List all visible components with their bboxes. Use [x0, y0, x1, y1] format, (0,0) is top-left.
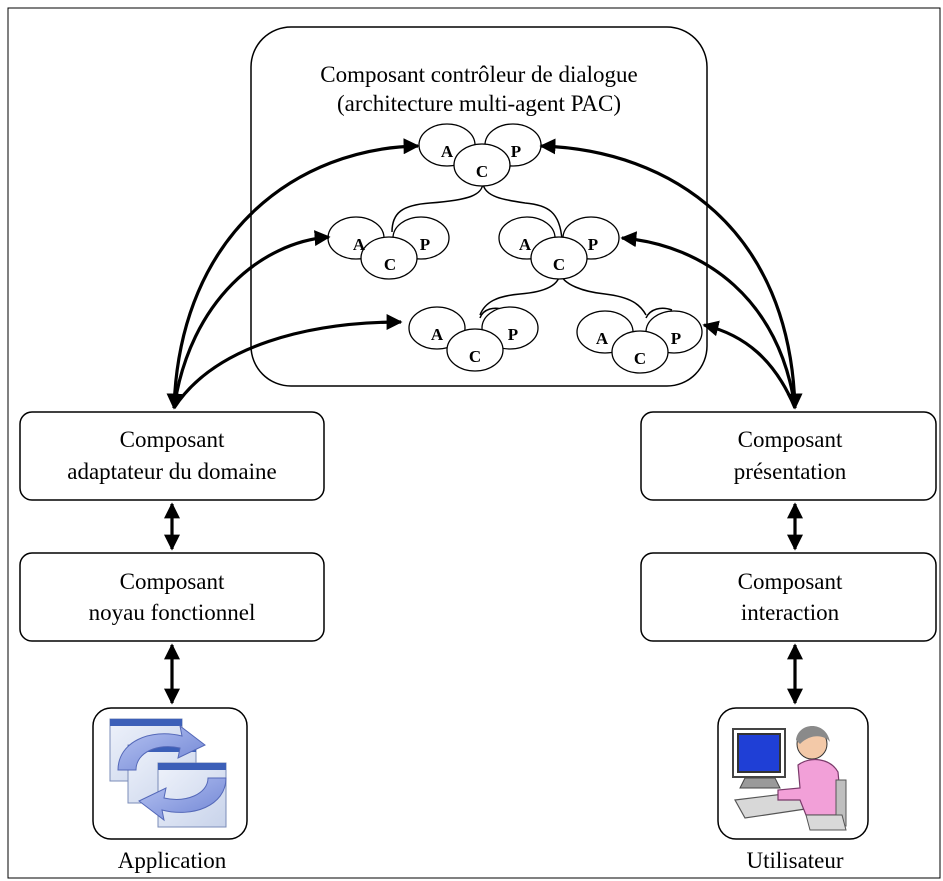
functional-core-component: Composant noyau fonctionnel [19, 552, 325, 642]
presentation-component: Composant présentation [640, 411, 937, 501]
domain-adapter-component: Composant adaptateur du domaine [19, 411, 325, 501]
controller-title-line2: (architecture multi-agent PAC) [337, 91, 621, 116]
agent-letter-a: A [596, 329, 609, 348]
outer-frame [7, 7, 941, 879]
agent-letter-p: P [511, 142, 521, 161]
agent-letter-a: A [441, 142, 454, 161]
controller-title-line1: Composant contrôleur de dialogue [320, 62, 637, 87]
agent-letter-c: C [469, 347, 481, 366]
interaction-line1: Composant [738, 569, 843, 594]
presentation-line2: présentation [734, 459, 847, 484]
agent-letter-a: A [353, 235, 366, 254]
agent-letter-a: A [431, 325, 444, 344]
agent-letter-c: C [553, 255, 565, 274]
user-label: Utilisateur [746, 848, 843, 873]
vertical-links [164, 502, 803, 705]
agent-letter-p: P [671, 329, 681, 348]
functional-core-line1: Composant [120, 569, 225, 594]
agent-letter-c: C [384, 255, 396, 274]
agent-letter-a: A [519, 235, 532, 254]
application-label: Application [118, 848, 227, 873]
agent-letter-c: C [476, 162, 488, 181]
agent-letter-c: C [634, 349, 646, 368]
interaction-line2: interaction [741, 600, 840, 625]
left-communication-arrows [166, 138, 420, 410]
right-communication-arrows [539, 138, 803, 410]
functional-core-line2: noyau fonctionnel [89, 600, 256, 625]
pac-agent-bottom-left: A P C [408, 306, 539, 372]
agent-letter-p: P [508, 325, 518, 344]
agent-letter-p: P [588, 235, 598, 254]
application-cycle-icon [92, 707, 248, 840]
presentation-line1: Composant [738, 427, 843, 452]
interaction-component: Composant interaction [640, 552, 937, 642]
domain-adapter-line2: adaptateur du domaine [67, 459, 276, 484]
domain-adapter-line1: Composant [120, 427, 225, 452]
agent-letter-p: P [420, 235, 430, 254]
user-at-computer-icon [717, 707, 869, 840]
pac-agent-root: A P C [418, 123, 542, 187]
